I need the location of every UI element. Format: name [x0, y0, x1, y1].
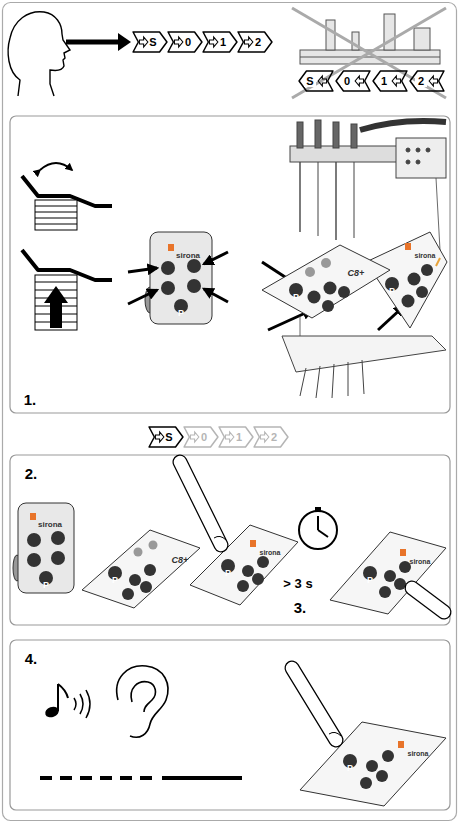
key-label: P [112, 576, 118, 585]
key-label: P [367, 576, 373, 585]
mode-letter: 1 [378, 76, 390, 87]
timer-clock [299, 507, 337, 549]
view-arrow [66, 40, 120, 45]
foot-control [145, 232, 212, 324]
mode-chevron: 1 [372, 70, 408, 92]
ear-symbol [117, 666, 168, 737]
mode-letter: S [147, 37, 159, 48]
brand-logo: sirona [414, 252, 435, 259]
sound-symbol [44, 684, 90, 719]
mode-chevron: 0 [167, 31, 203, 53]
mode-letter: 2 [415, 76, 427, 87]
brand-logo: sirona [38, 521, 62, 529]
step-number: 4. [25, 651, 38, 666]
brand-logo: sirona [409, 558, 430, 565]
mode-letter: 0 [182, 37, 194, 48]
mode-letter: 1 [233, 432, 245, 443]
model-label: C8+ [172, 556, 189, 565]
mode-chevron: 1 [202, 31, 238, 53]
brand-logo: sirona [407, 750, 428, 757]
step-number: 1. [24, 392, 37, 407]
press-finger [180, 462, 226, 545]
press-finger [412, 588, 444, 612]
key-label: P [43, 581, 49, 590]
mode-letter: S [304, 76, 316, 87]
mode-chevron: 0 [183, 426, 219, 448]
beep-pattern [40, 776, 242, 780]
cross-line [292, 8, 446, 98]
control-panel [262, 245, 390, 318]
mode-letter: 1 [217, 37, 229, 48]
mode-chevron: 2 [253, 426, 289, 448]
mode-chevron: 1 [218, 426, 254, 448]
mode-letter: S [163, 432, 175, 443]
cross-line [292, 8, 446, 98]
mode-letter: 2 [268, 432, 280, 443]
mode-letter: 0 [198, 432, 210, 443]
key-label: P [178, 309, 184, 318]
mode-chevron: S [298, 70, 334, 92]
head-profile [8, 12, 70, 96]
chair-recline [22, 163, 112, 230]
key-label: P [225, 569, 231, 578]
step-panel [10, 116, 450, 413]
mode-chevron: 2 [409, 70, 445, 92]
view-arrowhead [118, 33, 131, 51]
step-panel [10, 640, 450, 810]
control-panel [330, 532, 446, 614]
foot-control [13, 503, 74, 593]
mode-letter: 2 [252, 37, 264, 48]
step-number: 2. [25, 466, 38, 481]
control-panel [300, 722, 446, 806]
mode-chevron: S [148, 426, 184, 448]
press-finger [292, 668, 341, 740]
duration-label: > 3 s [283, 577, 312, 590]
control-panel [190, 525, 298, 605]
control-panel [366, 232, 447, 328]
step-number: 3. [294, 600, 307, 615]
key-label: P [293, 293, 299, 302]
brand-logo: sirona [259, 549, 280, 556]
brand-logo: sirona [176, 252, 200, 260]
chair-raise [22, 250, 112, 330]
mode-chevron: S [132, 31, 168, 53]
step-panel [10, 455, 450, 625]
mode-letter: 0 [341, 76, 353, 87]
mode-chevron: 0 [335, 70, 371, 92]
model-label: C8+ [348, 269, 365, 278]
control-panel [82, 530, 200, 608]
outer-frame [3, 3, 457, 821]
key-label: P [347, 764, 353, 773]
wrong-unit [300, 14, 440, 64]
mode-chevron: 2 [237, 31, 273, 53]
key-label: P [389, 287, 395, 296]
